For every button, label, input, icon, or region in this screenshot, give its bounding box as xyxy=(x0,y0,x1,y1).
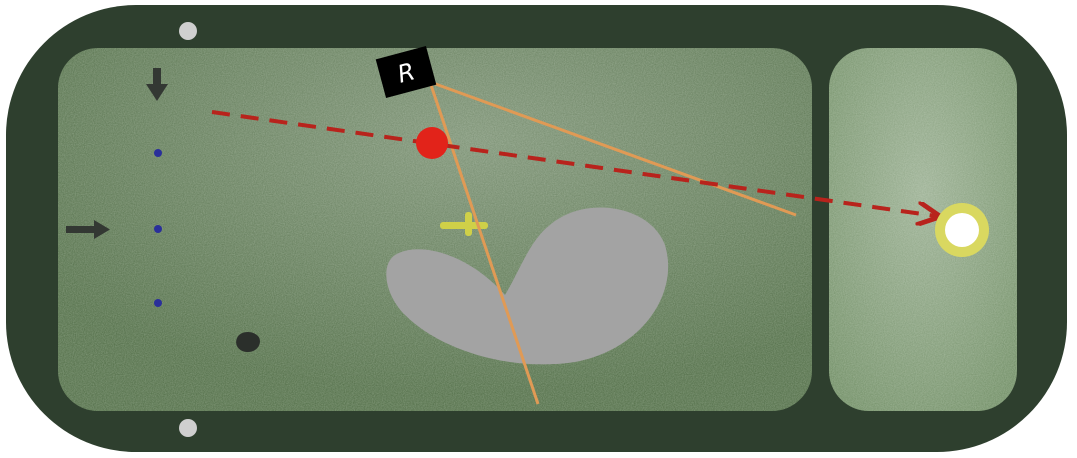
ball-trajectory xyxy=(211,110,936,216)
sand-bunker xyxy=(386,207,669,365)
hole-icon xyxy=(935,203,989,257)
peg-icon xyxy=(179,419,197,437)
robot-marker: R xyxy=(375,45,437,99)
tee-dot xyxy=(154,225,162,233)
peg-icon xyxy=(179,22,197,40)
sight-line xyxy=(428,81,540,405)
arrow-right-icon xyxy=(66,220,110,239)
tee-dot xyxy=(154,299,162,307)
green-right-zone xyxy=(829,48,1017,411)
tee-dot xyxy=(154,149,162,157)
robot-label: R xyxy=(395,57,418,88)
green-left-zone xyxy=(58,48,812,411)
sight-line xyxy=(429,80,797,217)
arrow-down-icon xyxy=(146,68,168,101)
dark-blob-icon xyxy=(236,332,260,352)
ball xyxy=(416,127,448,159)
